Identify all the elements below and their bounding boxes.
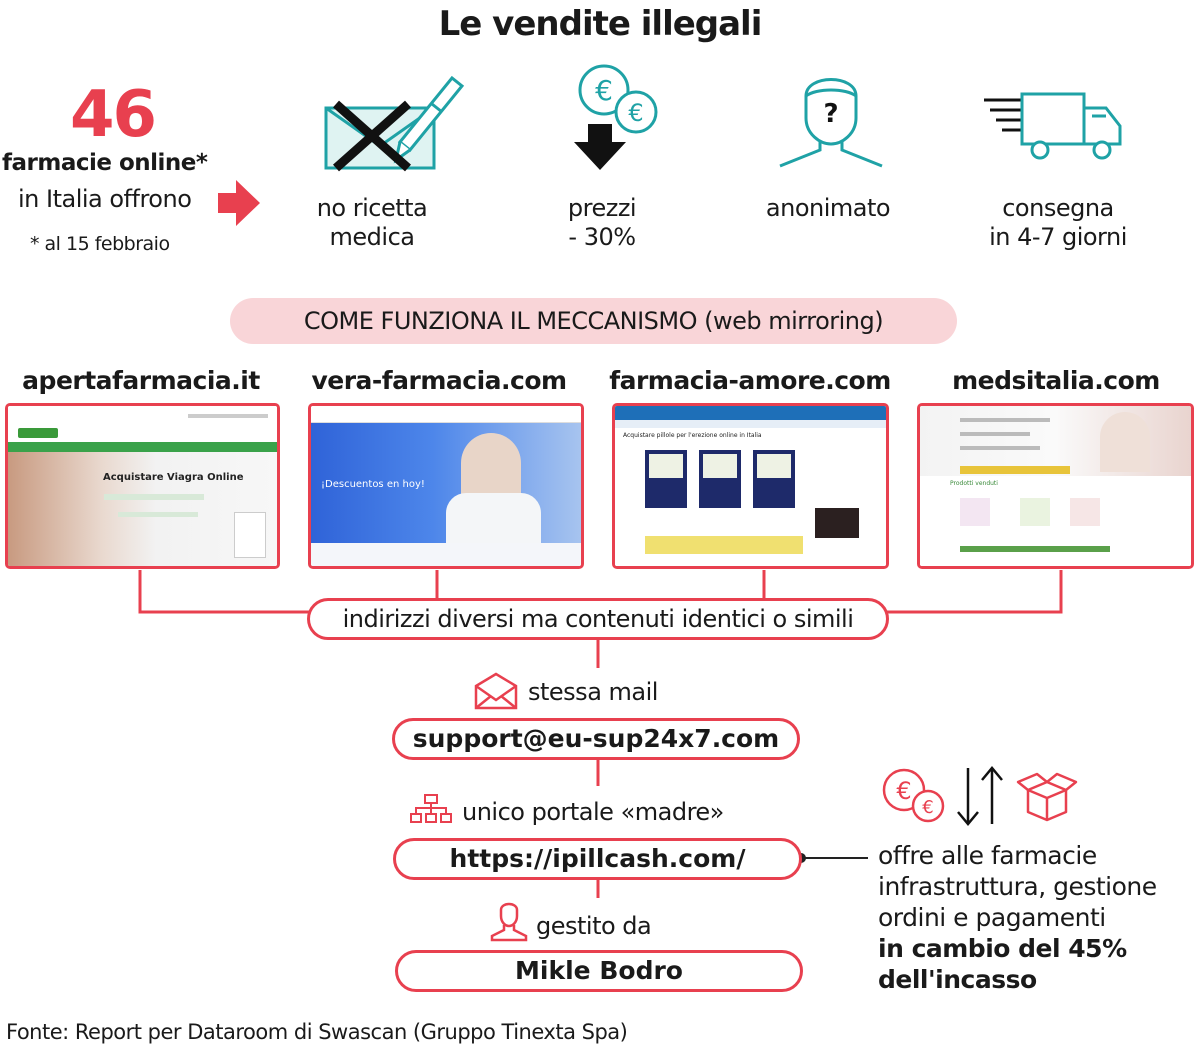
feature-delivery: consegna in 4-7 giorni [958,194,1158,252]
screenshot-headline: Acquistare pillole per l'erezione online… [623,432,762,439]
right-arrow-icon [218,180,260,226]
svg-text:€: € [628,99,643,127]
svg-text:€: € [896,777,911,805]
mechanism-label: COME FUNZIONA IL MECCANISMO (web mirrori… [230,298,957,344]
feature-prices: prezzi - 30% [532,194,672,252]
feature-label: medica [329,223,415,251]
site-name: farmacia-amore.com [609,366,891,395]
site-screenshot-vera-farmacia: ¡Descuentos en hoy! [308,403,584,569]
site-screenshot-apertafarmacia: Acquistare Viagra Online [5,403,280,569]
portal-url: https://ipillcash.com/ [393,838,802,880]
feature-no-prescription: no ricetta medica [292,194,452,252]
feature-label: consegna [1002,194,1114,222]
intro-footnote: * al 15 febbraio [30,233,170,255]
managed-label: gestito da [536,912,652,940]
feature-label: in 4-7 giorni [989,223,1127,251]
intro-line-1: farmacie online* [2,150,208,176]
source-note: Fonte: Report per Dataroom di Swascan (G… [6,1020,628,1044]
person-icon [490,902,528,942]
svg-text:€: € [595,74,613,107]
feature-anonymity: anonimato [738,194,918,223]
feature-label: anonimato [765,194,891,222]
svg-text:?: ? [823,99,838,129]
svg-text:€: € [922,797,933,818]
pharmacy-count: 46 [70,78,157,152]
site-screenshot-farmacia-amore: Acquistare pillole per l'erezione online… [612,403,889,569]
manager-name: Mikle Bodro [395,950,803,992]
mail-address: support@eu-sup24x7.com [392,718,800,760]
euro-coins-icon: € € [882,768,945,823]
network-tree-icon [410,794,452,823]
offer-text: offre alle farmacie infrastruttura, gest… [878,840,1198,995]
page-title: Le vendite illegali [438,4,763,44]
feature-label: - 30% [568,223,636,251]
mail-label: stessa mail [528,678,658,706]
intro-line-2: in Italia offrono [18,185,192,213]
offer-line: offre alle farmacie [878,841,1097,870]
envelope-icon [474,672,518,710]
feature-label: prezzi [567,194,637,222]
offer-bold-line: dell'incasso [878,965,1037,994]
offer-bold-line: in cambio del 45% [878,934,1127,963]
anonymous-person-icon: ? [779,78,883,168]
addresses-pill: indirizzi diversi ma contenuti identici … [307,598,889,640]
euro-price-down-icon: € € [574,64,658,170]
portal-label: unico portale «madre» [462,798,724,826]
site-name: apertafarmacia.it [22,366,260,395]
offer-line: infrastruttura, gestione [878,872,1157,901]
site-name: medsitalia.com [952,366,1160,395]
prescription-crossed-icon [324,75,465,172]
screenshot-headline: Acquistare Viagra Online [103,472,244,483]
screenshot-headline: Prodotti venduti [950,480,998,487]
box-package-icon [1016,772,1078,822]
screenshot-headline: ¡Descuentos en hoy! [321,479,425,490]
feature-label: no ricetta [316,194,428,222]
offer-line: ordini e pagamenti [878,903,1106,932]
site-screenshot-medsitalia: Prodotti venduti [917,403,1194,569]
delivery-truck-icon [984,92,1122,160]
up-down-arrows-icon [957,766,1003,826]
site-name: vera-farmacia.com [311,366,567,395]
